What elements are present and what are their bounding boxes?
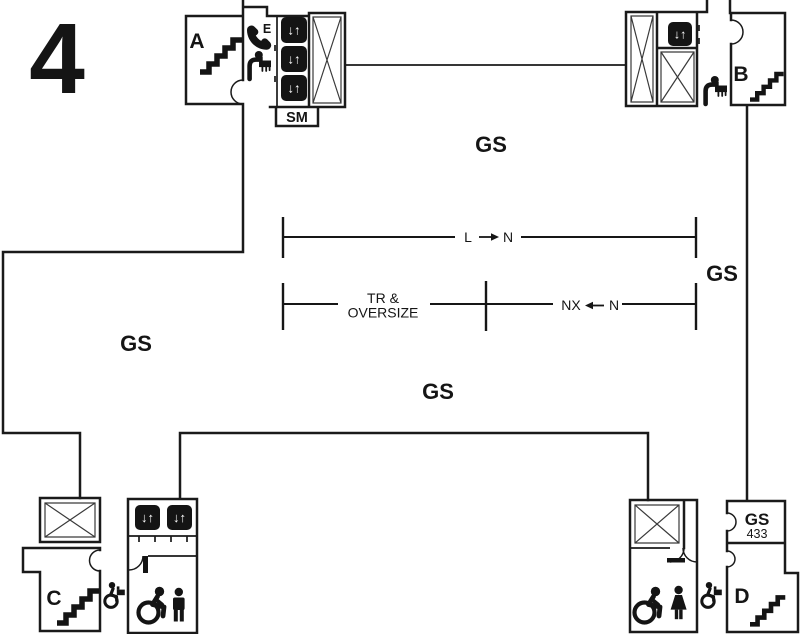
stairs-icon	[750, 597, 785, 624]
accessible-fountain-icon	[103, 580, 127, 610]
southeast-block-walls	[628, 498, 800, 634]
floor-number-label: 4	[29, 3, 85, 115]
room-gs-433: GS 433	[745, 510, 770, 541]
emergency-phone: E	[246, 22, 272, 50]
restroom-southeast	[635, 586, 687, 623]
elevator-arrows: ↓↑	[288, 23, 301, 38]
elevator-call-button-icon	[135, 505, 160, 530]
accessible-restroom-icon	[139, 587, 165, 623]
gs-area-label-right: GS	[706, 261, 738, 286]
phone-icon	[246, 25, 272, 50]
room-433-name: GS	[745, 510, 770, 529]
elevator-door-ticks	[138, 16, 700, 542]
door-swing-icon	[88, 19, 744, 572]
elevator-bank-northwest: ↓↑ ↓↑ ↓↑	[281, 17, 307, 101]
range-to-label: N	[503, 229, 513, 245]
stairwell-c-label: C	[46, 587, 61, 610]
stairs-icon	[200, 40, 242, 72]
drinking-fountain-icon	[250, 51, 271, 79]
range-line-tr-nx: TR & OVERSIZE NX N	[281, 281, 698, 331]
tr-oversize-label-line1: TR &	[367, 290, 400, 306]
elevator-arrows: ↓↑	[173, 510, 186, 525]
stairs-icon	[57, 591, 99, 623]
elevator-shaft-icon	[44, 15, 695, 544]
stairwell-a-label: A	[189, 30, 204, 53]
range-from-label: NX	[561, 297, 581, 313]
stairwell-c: C	[46, 587, 99, 623]
elevator-arrows: ↓↑	[288, 52, 301, 67]
elevator-call-button-icon	[167, 505, 192, 530]
elevator-call-button-icon	[281, 75, 307, 101]
elevator-arrows: ↓↑	[141, 510, 154, 525]
right-arrow-head	[491, 233, 499, 241]
elevator-call-button-icon	[281, 46, 307, 72]
elevator-bank-southwest: ↓↑ ↓↑	[135, 505, 192, 530]
mens-restroom-icon	[173, 587, 185, 622]
stairwell-a: A	[189, 30, 242, 72]
range-end-ticks	[281, 217, 698, 258]
stairwell-b-label: B	[733, 63, 748, 86]
emergency-phone-letter: E	[263, 22, 271, 36]
gs-area-label-left: GS	[120, 331, 152, 356]
elevator-shafts	[44, 15, 695, 544]
womens-restroom-icon	[670, 585, 687, 620]
elevator-arrows: ↓↑	[288, 81, 301, 96]
accessible-fountain-icon	[700, 580, 724, 610]
drinking-fountain-icon	[706, 76, 727, 104]
range-end-ticks	[281, 281, 698, 331]
restroom-partition-stub	[667, 558, 685, 563]
northwest-block-walls	[1, 0, 347, 500]
range-to-label: N	[609, 297, 619, 313]
stairwell-b: B	[733, 63, 783, 100]
sm-room-label: SM	[286, 110, 308, 126]
accessible-restroom-icon	[635, 587, 661, 623]
restroom-partition-stub	[143, 556, 148, 573]
room-433-number: 433	[747, 527, 768, 541]
elevator-call-button-icon	[668, 22, 692, 46]
restroom-southwest	[139, 587, 185, 623]
stairwell-d-label: D	[734, 585, 749, 608]
elevator-bank-northeast: ↓↑	[668, 22, 692, 46]
tr-oversize-label-line2: OVERSIZE	[348, 305, 419, 321]
gs-area-label-lower: GS	[422, 379, 454, 404]
gs-area-label-upper: GS	[475, 132, 507, 157]
door-swings	[88, 19, 744, 573]
stairs-icon	[750, 74, 784, 100]
stairwell-d: D	[734, 585, 785, 624]
elevator-arrows: ↓↑	[674, 28, 687, 42]
elevator-call-button-icon	[281, 17, 307, 43]
northeast-block-walls	[624, 0, 787, 502]
range-from-label: L	[464, 229, 472, 245]
range-line-l-n: L N	[281, 217, 698, 258]
southwest-block-walls	[21, 431, 650, 634]
left-arrow-head	[585, 301, 593, 310]
